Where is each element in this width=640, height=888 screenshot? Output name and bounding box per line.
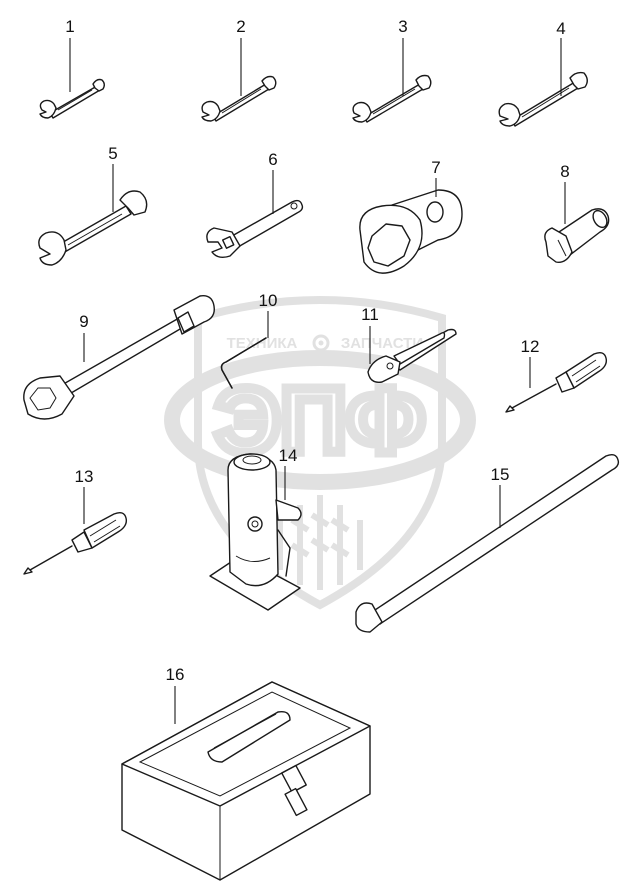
callout-14: 14 (279, 446, 298, 465)
part-1-open-end-wrench-small (39, 78, 105, 119)
part-12-screwdriver-phillips (505, 351, 608, 413)
callout-11: 11 (361, 305, 379, 324)
callout-2: 2 (236, 17, 245, 36)
part-2-open-end-wrench (201, 75, 277, 122)
callout-5: 5 (108, 144, 117, 163)
callout-9: 9 (79, 312, 88, 331)
callout-16: 16 (166, 665, 185, 684)
watermark-left-text: ТЕХНИКА (227, 335, 298, 352)
part-14-hydraulic-jack (209, 453, 302, 611)
part-7-box-socket-wrench (359, 189, 463, 274)
grain-emblem-icon (277, 495, 363, 590)
callout-8: 8 (560, 162, 569, 181)
part-6-adjustable-wrench (206, 199, 304, 259)
part-10-hex-key (220, 337, 267, 389)
part-15-jack-lever-bar (355, 453, 620, 633)
callout-12: 12 (521, 337, 540, 356)
leader-lines (69, 38, 566, 724)
callout-10: 10 (259, 291, 278, 310)
gear-icon (312, 334, 330, 352)
callout-1: 1 (65, 17, 74, 36)
part-16-tool-box (121, 681, 371, 881)
callout-labels: 1 2 3 4 5 6 7 8 9 10 11 12 13 14 15 16 (65, 17, 569, 684)
part-11-pliers (367, 328, 457, 383)
watermark-right-text: ЗАПЧАСТИ (341, 335, 423, 352)
part-3-open-end-wrench (352, 74, 432, 123)
callout-15: 15 (491, 465, 510, 484)
part-8-socket-tube (544, 208, 610, 263)
callout-4: 4 (556, 19, 565, 38)
callout-13: 13 (75, 467, 94, 486)
part-9-socket-wrench-with-handle (23, 295, 215, 420)
part-4-open-end-wrench (498, 71, 588, 127)
callout-3: 3 (398, 17, 407, 36)
part-5-open-end-wrench-large (38, 190, 148, 266)
callout-7: 7 (431, 158, 440, 177)
part-13-screwdriver (23, 511, 128, 575)
callout-6: 6 (268, 150, 277, 169)
